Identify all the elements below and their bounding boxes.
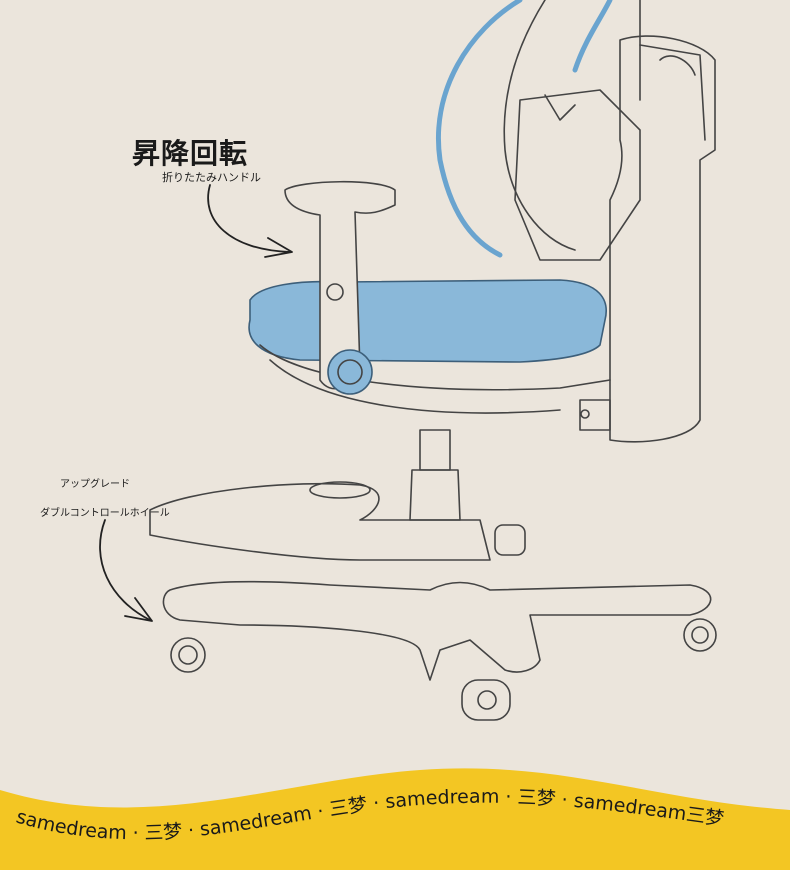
backrest-blue-outline [436,0,523,258]
banner-ribbon [0,768,790,870]
base-wheel-label: ダブルコントロールホイール [40,508,170,519]
star-base [162,580,712,681]
caster-right [683,618,717,652]
arrow-base [99,519,151,621]
caster-front [461,679,511,721]
backrest-post [609,35,716,443]
backrest-blue-outline-2 [572,0,613,73]
base-upgrade-label: アップグレード [60,479,130,490]
gas-cylinder [419,429,451,471]
feature-title: 昇降回転 [132,137,249,170]
seat-cushion [248,279,607,363]
feature-subtitle: 折りたたみハンドル [162,171,261,184]
base-plate [149,482,491,561]
caster-left [170,637,206,673]
arrow-armrest [207,184,291,253]
